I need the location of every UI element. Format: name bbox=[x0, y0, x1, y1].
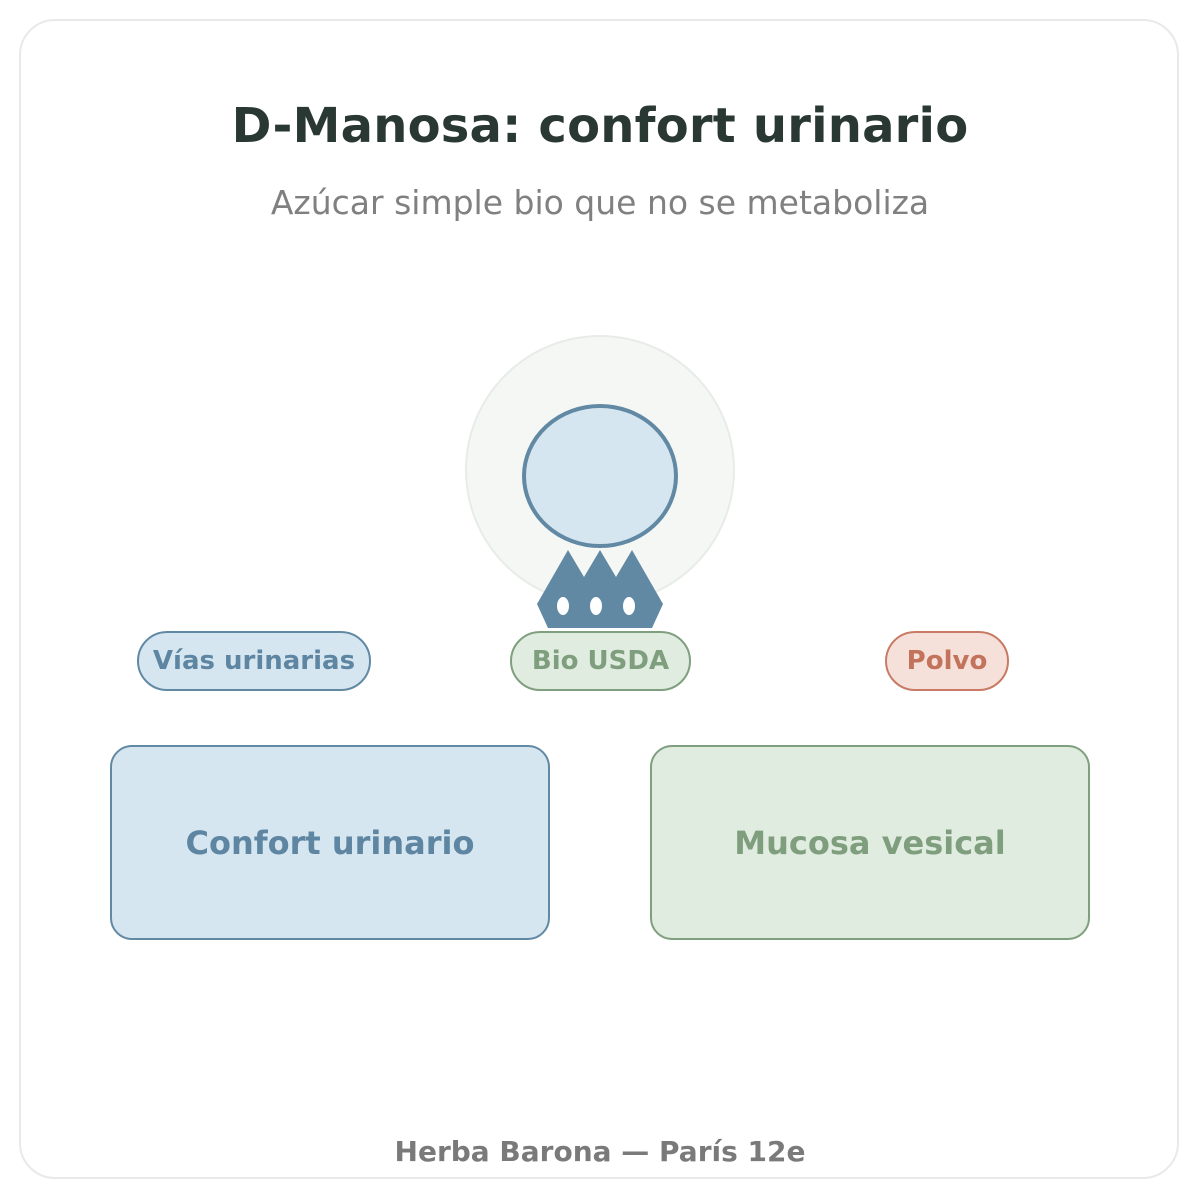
molecule-bubble bbox=[522, 404, 678, 548]
tag-organic-usda: Bio USDA bbox=[510, 631, 691, 691]
benefit-urinary-comfort: Confort urinario bbox=[110, 745, 550, 940]
store-footer: Herba Barona — París 12e bbox=[394, 1135, 806, 1168]
tag-powder: Polvo bbox=[885, 631, 1009, 691]
benefit-bladder-mucosa: Mucosa vesical bbox=[650, 745, 1090, 940]
crown-dot-right bbox=[623, 597, 635, 615]
crown-dot-left bbox=[557, 597, 569, 615]
sugar-molecule-crown-icon bbox=[522, 404, 678, 628]
page-subtitle: Azúcar simple bio que no se metaboliza bbox=[270, 183, 930, 222]
crown-dot-center bbox=[590, 597, 602, 615]
page-title: D-Manosa: confort urinario bbox=[231, 98, 969, 154]
tag-urinary-tract: Vías urinarias bbox=[137, 631, 371, 691]
